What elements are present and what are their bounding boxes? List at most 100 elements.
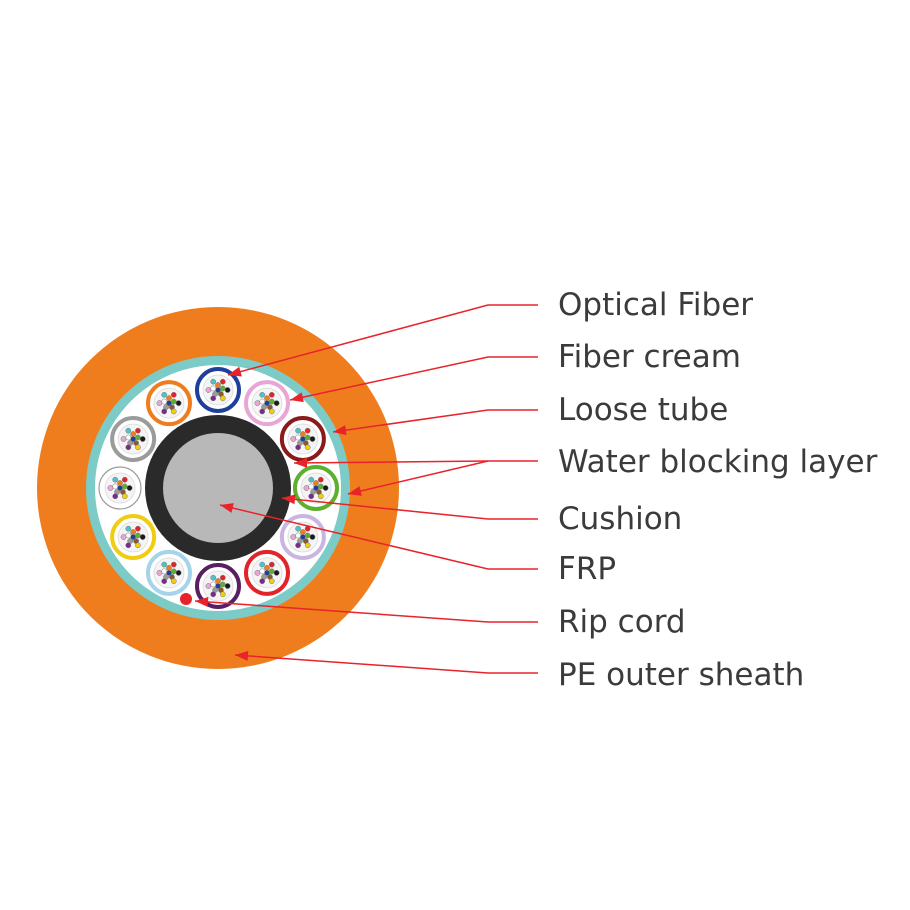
leader-cushion: [281, 497, 538, 520]
leader-water-blocking-b: [347, 460, 489, 495]
optical-fiber: [205, 583, 212, 589]
optical-fiber: [304, 427, 311, 434]
optical-fiber: [268, 408, 275, 415]
optical-fiber: [219, 591, 226, 598]
optical-fiber: [135, 434, 141, 441]
optical-fiber: [170, 561, 177, 568]
optical-fiber: [259, 408, 266, 415]
optical-fiber: [170, 391, 177, 398]
optical-fiber: [156, 570, 163, 576]
leader-rip-cord: [194, 600, 538, 623]
loose-tube: [110, 416, 157, 462]
loose-tube: [146, 549, 192, 596]
optical-fiber: [295, 542, 301, 549]
optical-fiber: [268, 561, 275, 568]
optical-fiber: [264, 395, 270, 401]
optical-fiber: [120, 436, 127, 442]
optical-fiber: [303, 485, 310, 491]
optical-fiber: [219, 378, 226, 385]
optical-fiber: [161, 561, 168, 568]
optical-fiber: [259, 578, 266, 585]
optical-fiber: [215, 578, 221, 584]
optical-fiber: [135, 532, 141, 539]
optical-fiber: [139, 436, 146, 442]
optical-fiber: [166, 395, 172, 401]
label-loose-tube: Loose tube: [558, 392, 728, 428]
loose-tube: [244, 549, 290, 596]
optical-fiber: [121, 476, 128, 483]
loose-tube-group: [98, 367, 339, 609]
optical-fiber: [254, 400, 261, 406]
optical-fiber: [205, 387, 212, 393]
optical-fiber: [317, 476, 324, 483]
optical-fiber: [224, 387, 231, 393]
optical-fiber: [125, 525, 132, 532]
optical-fiber: [317, 493, 324, 500]
optical-fiber: [175, 400, 182, 406]
optical-fiber: [161, 391, 168, 398]
optical-fiber: [295, 444, 301, 451]
frp-strength-member: [163, 433, 273, 543]
optical-fiber: [259, 568, 266, 575]
arrowhead: [228, 366, 242, 377]
optical-fiber: [170, 578, 177, 585]
optical-fiber: [304, 444, 311, 451]
optical-fiber: [219, 395, 226, 402]
label-fiber-cream: Fiber cream: [558, 339, 741, 375]
leader-frp: [219, 504, 538, 570]
optical-fiber: [121, 493, 128, 500]
optical-fiber: [254, 570, 261, 576]
optical-fiber: [309, 534, 316, 540]
loose-tube: [279, 514, 326, 560]
optical-fiber: [125, 444, 132, 451]
optical-fiber: [175, 570, 182, 576]
optical-fiber: [273, 570, 280, 576]
optical-fiber: [210, 378, 217, 385]
optical-fiber: [322, 485, 329, 491]
loose-tube: [195, 563, 241, 609]
optical-fiber: [295, 532, 301, 539]
optical-fiber: [125, 434, 132, 441]
optical-fiber: [210, 591, 217, 598]
optical-fiber: [259, 391, 266, 398]
optical-fiber: [304, 532, 311, 539]
optical-fiber: [130, 431, 136, 437]
optical-fiber: [290, 534, 297, 540]
leader-lines: [194, 304, 538, 674]
optical-fiber: [295, 525, 301, 532]
optical-fiber: [317, 483, 324, 490]
optical-fiber: [210, 395, 217, 402]
optical-fiber: [135, 427, 141, 434]
optical-fiber: [304, 542, 311, 549]
label-optical-fiber: Optical Fiber: [558, 287, 753, 323]
optical-fiber: [268, 398, 275, 405]
optical-fiber: [313, 480, 319, 486]
label-pe-outer-sheath: PE outer sheath: [558, 657, 804, 693]
loose-tube: [195, 367, 241, 413]
leader-arrowheads: [195, 366, 362, 661]
optical-fiber: [210, 385, 217, 392]
optical-fiber: [219, 581, 226, 588]
arrowhead: [220, 503, 234, 513]
arrowhead: [290, 392, 304, 403]
optical-fiber: [210, 574, 217, 581]
loose-tube: [244, 380, 290, 427]
optical-fiber: [117, 480, 123, 486]
optical-fiber: [170, 398, 177, 405]
optical-fiber: [219, 385, 226, 392]
label-frp: FRP: [558, 551, 616, 587]
rip-cord: [180, 593, 192, 605]
optical-fiber: [120, 534, 127, 540]
optical-fiber: [112, 493, 119, 500]
leader-loose-tube: [332, 409, 538, 433]
optical-fiber: [300, 431, 306, 437]
loose-tube: [110, 514, 157, 560]
optical-fiber: [215, 382, 221, 388]
optical-fiber: [170, 408, 177, 415]
optical-fiber: [210, 581, 217, 588]
label-water-blocking-layer: Water blocking layer: [558, 444, 878, 480]
arrowhead: [195, 596, 209, 607]
leader-fiber-cream: [289, 356, 538, 401]
optical-fiber: [290, 436, 297, 442]
